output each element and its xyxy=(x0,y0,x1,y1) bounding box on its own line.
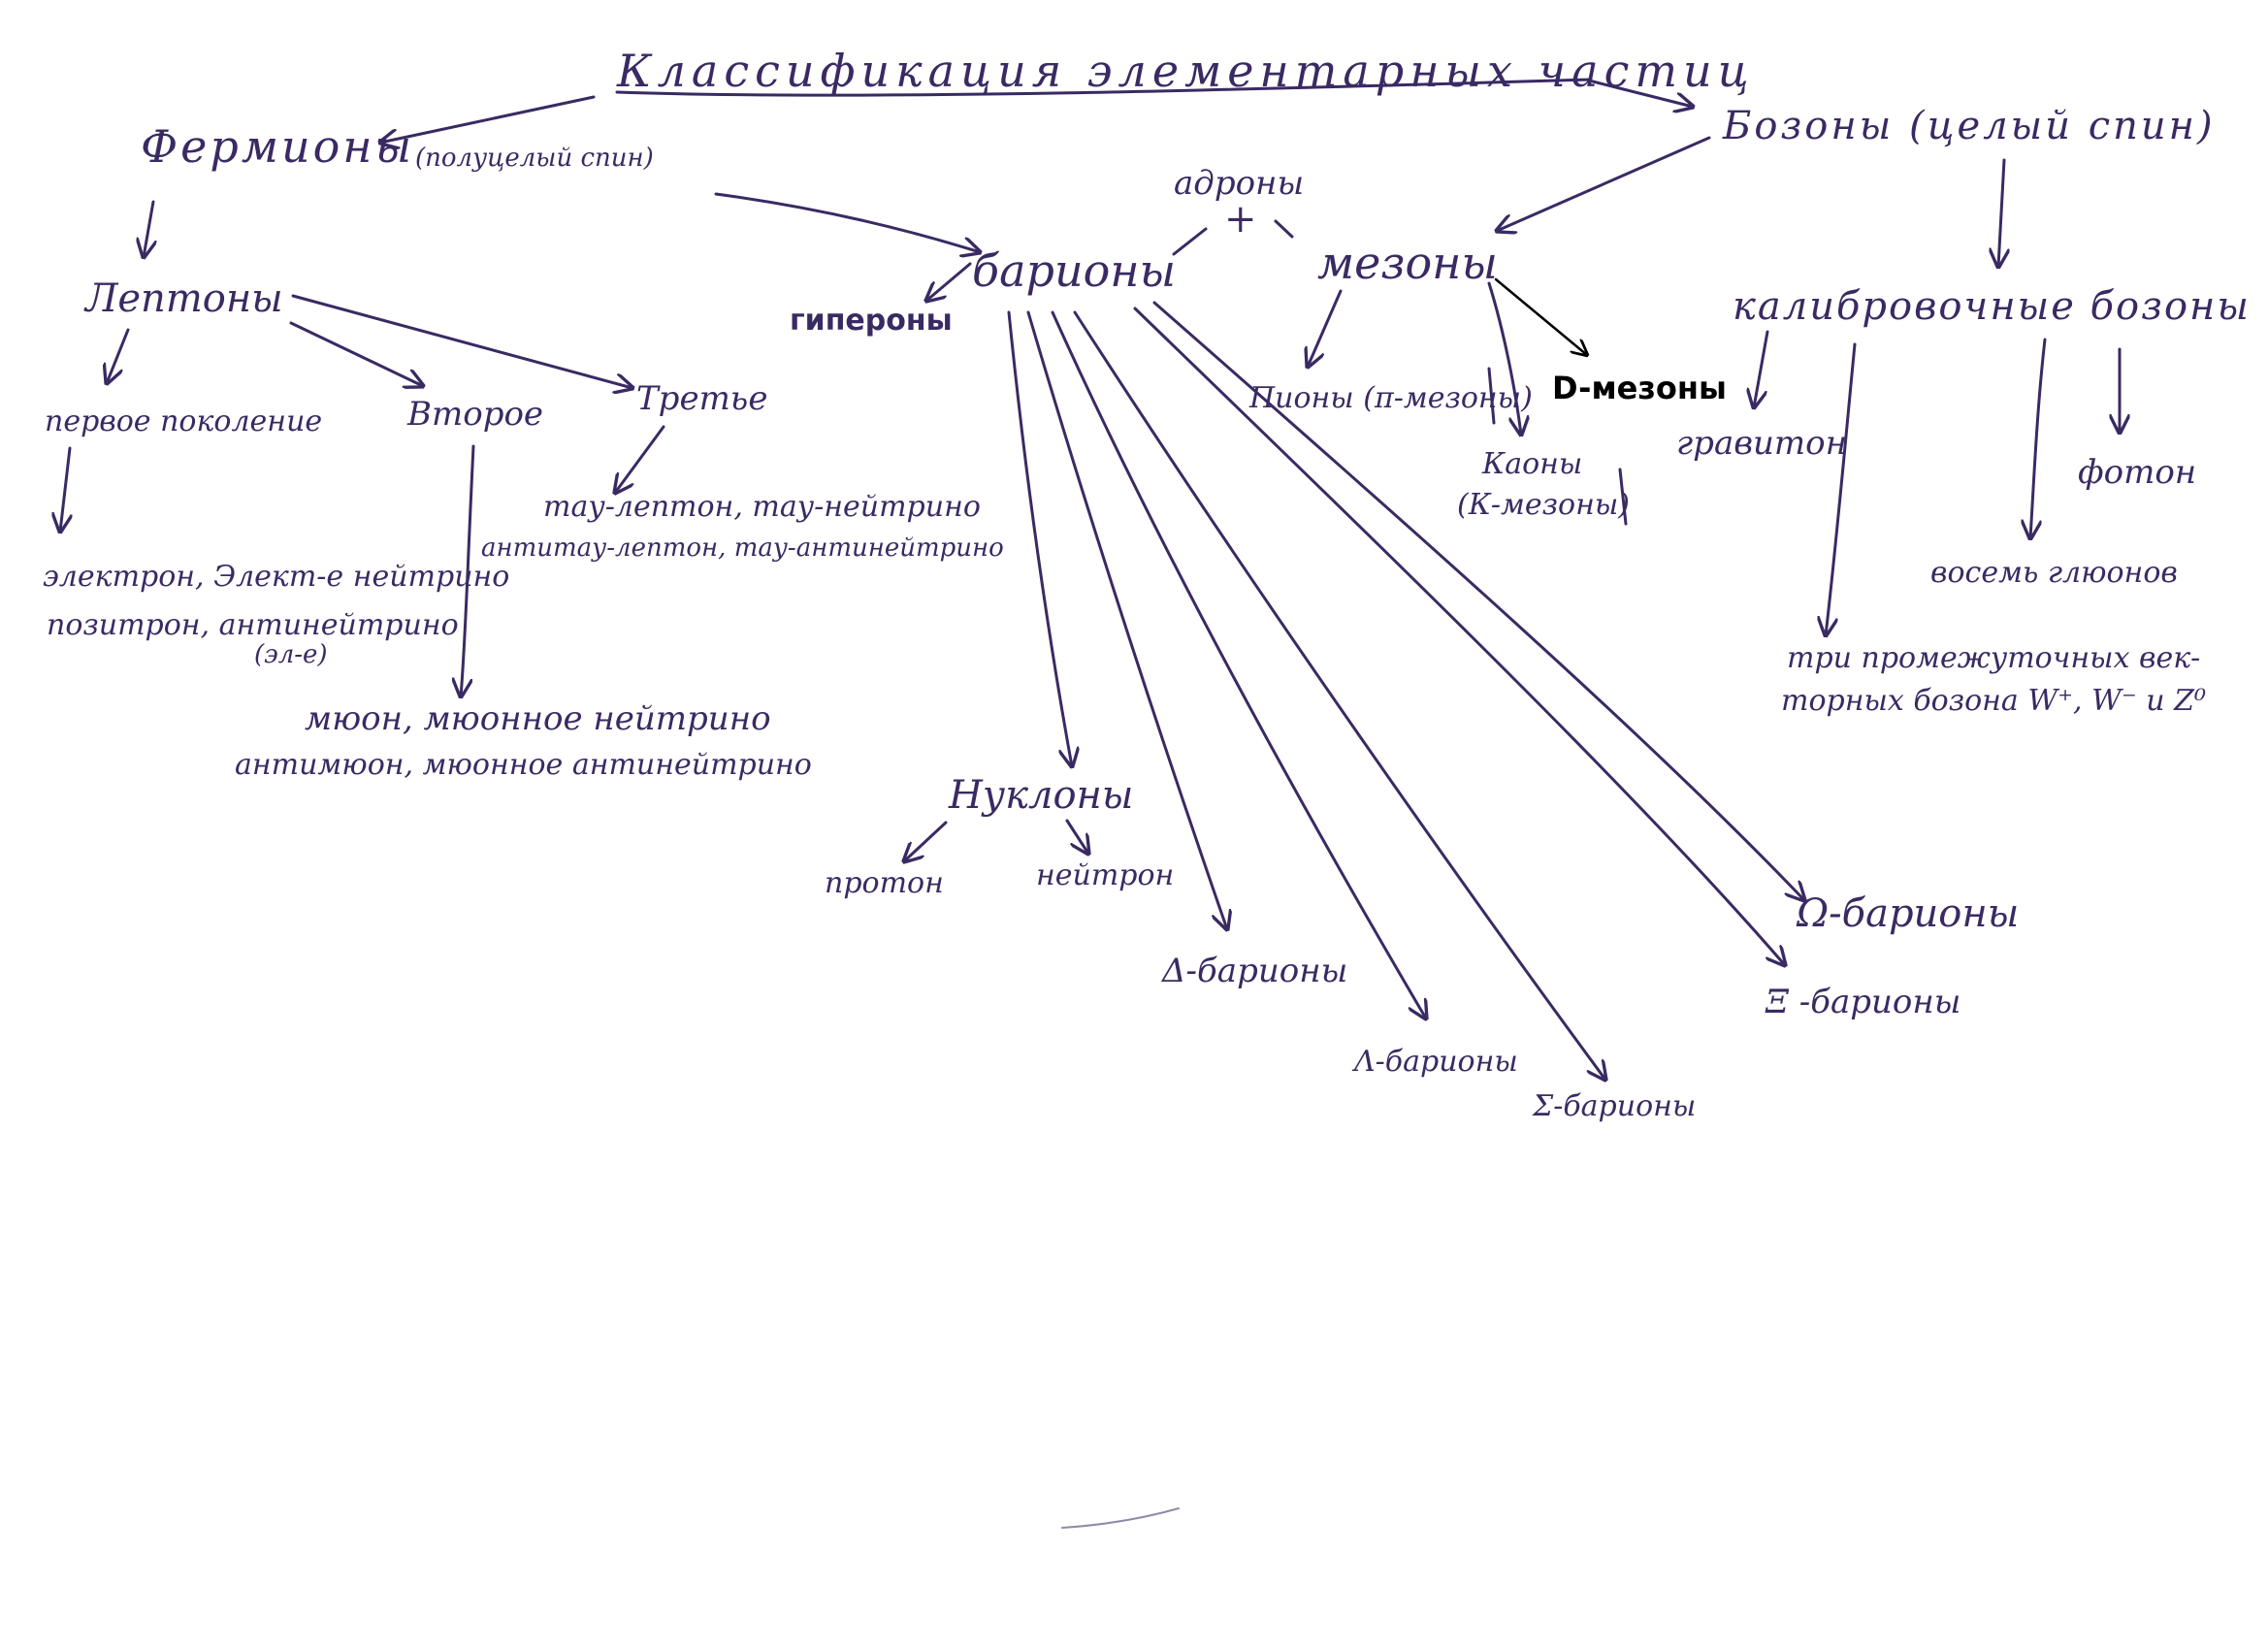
kaons-bracket xyxy=(1618,468,1628,526)
gen1-note: (эл-е) xyxy=(254,640,328,669)
hadrons-label: адроны xyxy=(1174,164,1305,203)
pions-label: Пионы (π-мезоны) xyxy=(1249,381,1533,415)
arrow-gen3-members xyxy=(615,425,665,493)
arrow-baryons-hyperons xyxy=(926,262,972,301)
hadrons-plus: + xyxy=(1224,197,1257,242)
arrow-mesons-kaons xyxy=(1487,281,1521,435)
vector-bosons-line1: три промежуточных век- xyxy=(1787,641,2201,675)
lambda-baryons-label: Λ-барионы xyxy=(1354,1045,1518,1079)
gen1-line2: позитрон, антинейтрино xyxy=(47,608,459,642)
arrow-leptons-gen2 xyxy=(289,321,423,386)
hyperons-label: гипероны xyxy=(790,304,953,338)
omega-baryons-label: Ω-барионы xyxy=(1797,891,2020,936)
fermions-label: Фермионы xyxy=(141,120,415,173)
delta-baryons-label: Δ-барионы xyxy=(1162,952,1348,990)
arrow-baryons-sigma xyxy=(1073,310,1605,1080)
gauge-bosons-label: калибровочные бозоны xyxy=(1733,284,2251,329)
kaons-line1: Каоны xyxy=(1482,447,1583,481)
leptons-label: Лептоны xyxy=(85,276,283,321)
gen3-line1: тау-лептон, тау-нейтрино xyxy=(543,490,981,524)
arrow-gauge-graviton xyxy=(1754,330,1769,407)
arrow-baryons-lambda xyxy=(1051,310,1426,1018)
gen2-line2: антимюон, мюонное антинейтрино xyxy=(235,748,812,782)
title-underline xyxy=(615,78,1593,97)
vector-bosons-line2: торных бозона W⁺, W⁻ и Z⁰ xyxy=(1781,684,2207,718)
neutron-label: нейтрон xyxy=(1036,858,1175,892)
arrow-baryons-delta xyxy=(1026,310,1227,929)
gen1-line1: электрон, Элект-е нейтрино xyxy=(43,560,510,594)
arrow-bosons-gauge xyxy=(1998,158,2004,267)
arrow-bosons-mesons xyxy=(1497,136,1711,231)
arrow-nucleons-neutron xyxy=(1065,819,1088,854)
d-mesons-label: D-мезоны xyxy=(1552,370,1727,406)
arrow-gen1-members xyxy=(60,446,70,532)
kaons-line2: (К-мезоны) xyxy=(1457,488,1631,522)
arrow-baryons-omega xyxy=(1152,301,1804,900)
gen1-label: первое поколение xyxy=(45,404,323,438)
baryons-label: барионы xyxy=(972,244,1177,297)
pions-bracket xyxy=(1487,367,1496,425)
arrow-mesons-d-mesons xyxy=(1494,277,1587,355)
fermions-spin-note: (полуцелый спин) xyxy=(415,144,654,173)
bosons-label: Бозоны (целый спин) xyxy=(1723,104,2216,148)
arrow-gauge-gluons xyxy=(2030,338,2047,538)
arrow-leptons-gen3 xyxy=(291,294,632,388)
hadrons-right-stroke xyxy=(1274,219,1294,239)
arrow-baryons-nucleons xyxy=(1007,310,1072,766)
arrow-mesons-pions xyxy=(1308,289,1343,367)
arrow-baryons-xi xyxy=(1133,307,1785,965)
photon-label: фотон xyxy=(2078,453,2197,492)
arrow-title-fermions xyxy=(380,95,596,143)
arrow-title-bosons xyxy=(1591,80,1693,107)
arrow-leptons-gen1 xyxy=(107,328,130,383)
gen2-line1: мюон, мюонное нейтрино xyxy=(305,699,771,738)
hadrons-left-stroke xyxy=(1172,227,1208,256)
arrow-gauge-vector xyxy=(1826,342,1857,635)
arrow-nucleons-proton xyxy=(904,821,948,861)
stray-stroke xyxy=(1061,1507,1180,1529)
proton-label: протон xyxy=(825,866,944,900)
sigma-baryons-label: Σ-барионы xyxy=(1533,1089,1697,1123)
diagram-title: Классификация элементарных частиц xyxy=(617,45,1755,97)
gen3-label: Третье xyxy=(636,379,768,418)
gluons-label: восемь глюонов xyxy=(1930,556,2178,590)
arrow-fermions-baryons xyxy=(714,192,980,252)
gen2-label: Второе xyxy=(407,395,544,434)
arrow-fermions-leptons xyxy=(144,200,153,257)
mesons-label: мезоны xyxy=(1317,237,1498,289)
gen3-line2: антитау-лептон, тау-антинейтрино xyxy=(481,534,1004,563)
graviton-label: гравитон xyxy=(1676,424,1848,463)
nucleons-label: Нуклоны xyxy=(949,773,1134,818)
arrow-gen2-members xyxy=(461,444,475,696)
xi-baryons-label: Ξ -барионы xyxy=(1766,983,1961,1021)
